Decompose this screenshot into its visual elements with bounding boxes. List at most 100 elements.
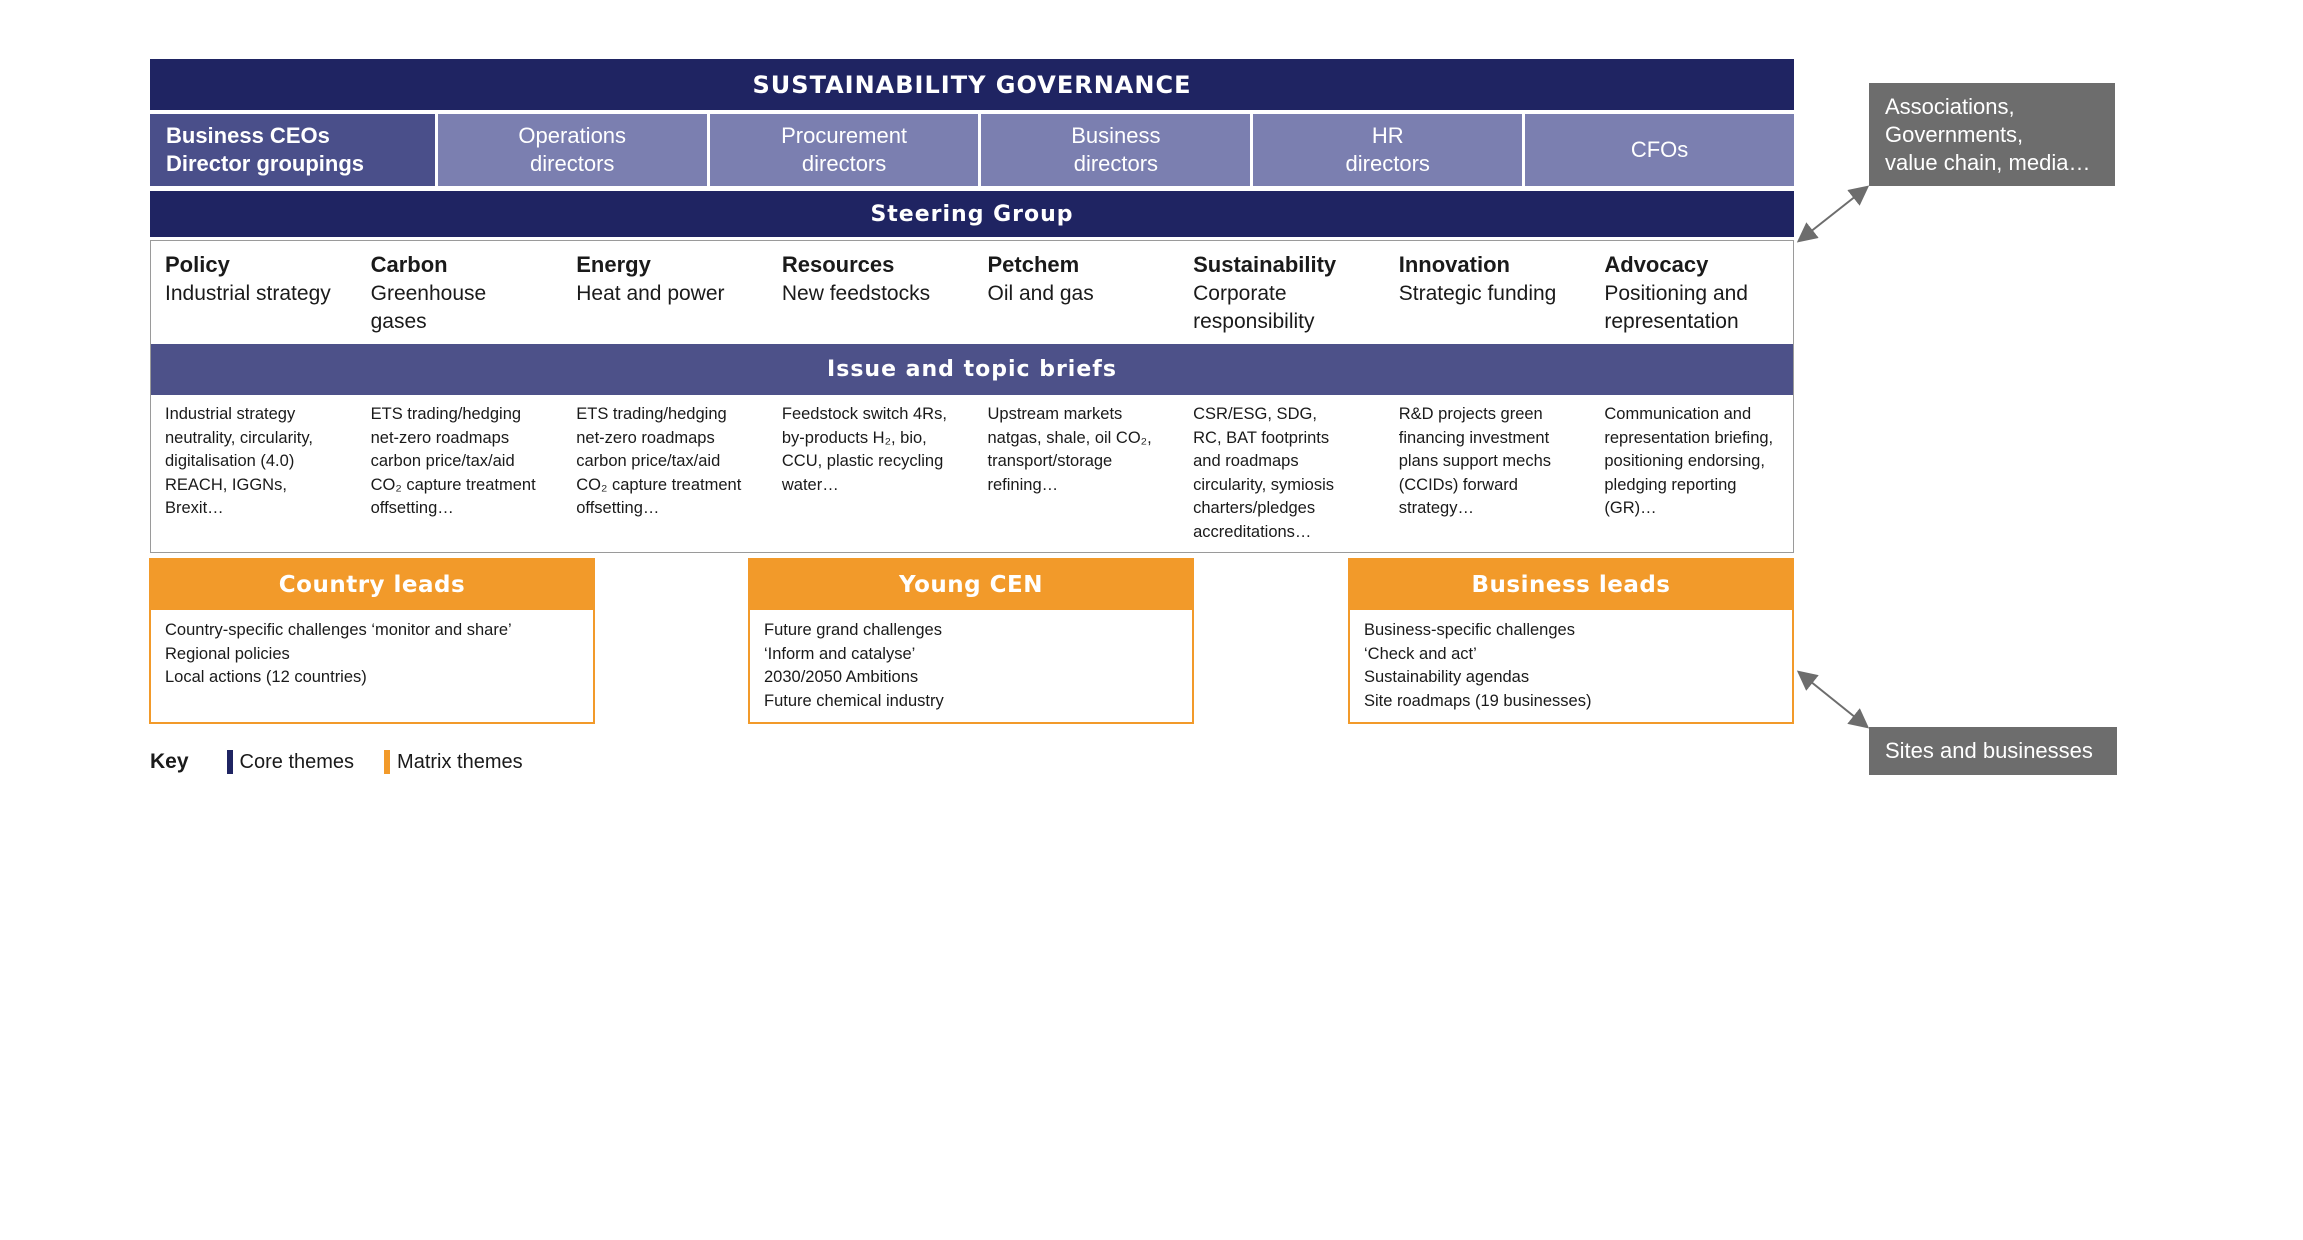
associations-line: Associations, xyxy=(1885,94,2015,119)
director-groupings-label: Business CEOs Director groupings xyxy=(150,114,435,186)
theme-name: Sustainability xyxy=(1193,252,1337,277)
theme-detail-line: (CCIDs) forward xyxy=(1398,475,1518,494)
issue-briefs-header: Issue and topic briefs xyxy=(151,344,1793,395)
theme-detail-line: by-products H₂, bio, xyxy=(781,428,927,447)
theme-detail-line: positioning endorsing, xyxy=(1604,452,1765,470)
theme-subtitle: Positioning and xyxy=(1604,282,1748,305)
theme-detail-line: CO₂ capture treatment xyxy=(370,475,536,494)
sites-arrow xyxy=(1796,670,1870,729)
theme-detail-line: CO₂ capture treatment xyxy=(576,475,742,494)
director-group-cfos: CFOs xyxy=(1525,114,1794,186)
matrix-swatch xyxy=(384,750,391,774)
key-label: Key xyxy=(150,750,189,773)
theme-detail-line: ETS trading/hedging xyxy=(576,405,727,423)
associations-box: Associations, Governments, value chain, … xyxy=(1869,83,2115,186)
theme-details: ETS trading/hedging net-zero roadmaps carb… xyxy=(356,395,560,552)
theme-detail-line: RC, BAT footprints xyxy=(1193,428,1330,447)
associations-arrow xyxy=(1796,185,1870,243)
country-leads-body: Country-specific challenges ‘monitor and… xyxy=(151,610,593,690)
theme-detail-line: CSR/ESG, SDG, xyxy=(1193,405,1317,423)
sites-businesses-box: Sites and businesses xyxy=(1869,727,2117,775)
theme-detail-line: charters/pledges xyxy=(1193,499,1316,517)
theme-details: Feedstock switch 4Rs,by-products H₂, bio… xyxy=(767,395,971,552)
director-line: directors xyxy=(1073,151,1159,176)
theme-detail-line: Upstream markets xyxy=(987,405,1123,423)
matrix-themes-label: Matrix themes xyxy=(397,750,523,773)
theme-subtitle: Oil and gas xyxy=(987,282,1094,305)
theme-subtitle: Corporate xyxy=(1193,282,1287,305)
theme-detail-line: representation briefing, xyxy=(1604,428,1774,447)
lead-line: Future grand challenges xyxy=(764,621,942,639)
lead-line: ‘Inform and catalyse’ xyxy=(764,644,916,663)
lead-line: Sustainability agendas xyxy=(1364,668,1530,686)
lead-line: Country-specific challenges ‘monitor and… xyxy=(165,621,512,639)
theme-name: Energy xyxy=(576,252,651,277)
lead-line: Local actions (12 countries) xyxy=(165,668,367,686)
theme-subtitle: Greenhouse xyxy=(370,282,487,305)
associations-line: Governments, xyxy=(1885,122,2024,147)
core-swatch xyxy=(226,750,233,774)
theme-detail-line: net-zero roadmaps xyxy=(370,428,510,447)
business-leads-body: Business-specific challenges ‘Check and … xyxy=(1350,610,1792,713)
theme-detail-line: carbon price/tax/aid xyxy=(370,452,515,470)
director-group-hr: HR directors xyxy=(1253,114,1523,186)
theme-subtitle: gases xyxy=(370,310,427,333)
theme-detail-line: pledging reporting xyxy=(1604,475,1737,494)
theme-detail-line: natgas, shale, oil CO₂, xyxy=(987,428,1152,447)
theme-subtitle: Industrial strategy xyxy=(165,282,331,305)
theme-name: Petchem xyxy=(987,252,1080,277)
key-legend: Key Core themes Matrix themes xyxy=(150,748,523,776)
theme-subtitle: New feedstocks xyxy=(781,282,931,305)
theme-detail-line: Industrial strategy xyxy=(165,405,296,423)
director-line: directors xyxy=(1345,151,1430,176)
theme-detail-line: CCU, plastic recycling xyxy=(781,452,944,470)
director-first-line2: Director groupings xyxy=(166,151,365,176)
director-row: Business CEOs Director groupings Operati… xyxy=(150,114,1794,186)
director-line: Operations xyxy=(518,123,627,148)
theme-detail-line: water… xyxy=(781,475,839,494)
director-line: HR xyxy=(1371,123,1404,148)
theme-detail-line: net-zero roadmaps xyxy=(576,428,715,447)
director-first-line1: Business CEOs xyxy=(166,123,330,148)
young-cen-box: Young CEN Future grand challenges ‘Infor… xyxy=(748,558,1194,724)
theme-detail-line: plans support mechs xyxy=(1398,452,1551,470)
theme-detail-line: REACH, IGGNs, xyxy=(165,475,287,494)
theme-detail-line: circularity, symiosis xyxy=(1193,475,1334,494)
country-leads-box: Country leads Country-specific challenge… xyxy=(149,558,595,724)
theme-details: Upstream markets natgas, shale, oil CO₂, t… xyxy=(973,395,1177,552)
issue-briefs-title: Issue and topic briefs xyxy=(827,357,1117,382)
theme-detail-line: offsetting… xyxy=(576,499,660,517)
theme-detail-line: refining… xyxy=(987,475,1059,494)
director-group-operations: Operations directors xyxy=(437,114,707,186)
country-leads-title: Country leads xyxy=(151,560,593,610)
theme-detail-line: ETS trading/hedging xyxy=(370,405,522,423)
theme-detail-line: transport/storage xyxy=(987,452,1113,470)
lead-line: Regional policies xyxy=(165,644,290,663)
young-cen-body: Future grand challenges ‘Inform and cata… xyxy=(750,610,1192,713)
core-themes-label: Core themes xyxy=(239,750,355,773)
theme-detail-line: carbon price/tax/aid xyxy=(576,452,721,470)
theme-subtitle: Strategic funding xyxy=(1398,282,1557,305)
director-group-business: Business directors xyxy=(981,114,1251,186)
lead-line: 2030/2050 Ambitions xyxy=(764,668,919,686)
young-cen-title: Young CEN xyxy=(750,560,1192,610)
theme-subtitle: Heat and power xyxy=(576,282,725,305)
director-line: directors xyxy=(801,151,887,176)
theme-detail-line: accreditations… xyxy=(1193,522,1312,541)
sites-businesses-label: Sites and businesses xyxy=(1885,738,2093,763)
director-line: directors xyxy=(530,151,615,176)
director-line: Business xyxy=(1071,123,1161,148)
